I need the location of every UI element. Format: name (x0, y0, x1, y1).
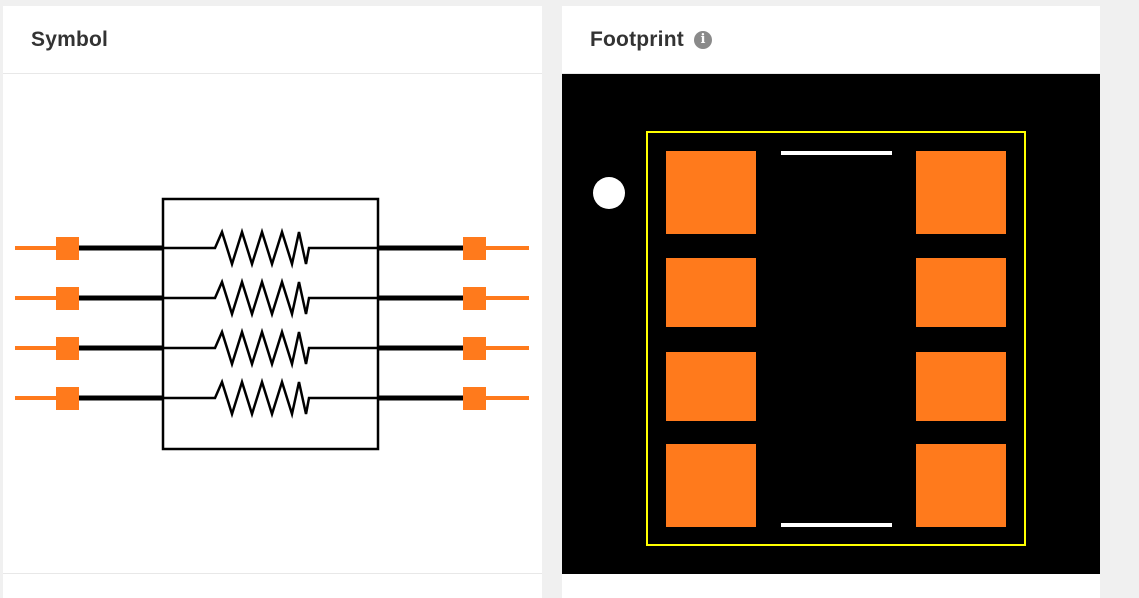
symbol-body-outline (161, 197, 380, 451)
pcb-background (562, 74, 1100, 574)
pad-7[interactable] (916, 258, 1006, 327)
pin-2[interactable] (56, 287, 79, 310)
pin-1-marker (593, 177, 625, 209)
pin-4[interactable] (56, 387, 79, 410)
pin-5[interactable] (463, 387, 486, 410)
symbol-card-header: Symbol (3, 6, 542, 74)
resistor-4 (163, 377, 378, 419)
footprint-card: Footprint i (562, 6, 1100, 598)
symbol-card: Symbol (3, 6, 542, 598)
resistor-1 (163, 227, 378, 269)
pad-8[interactable] (916, 151, 1006, 234)
pad-3[interactable] (666, 352, 756, 421)
resistor-array-symbol (15, 197, 529, 451)
footprint-drawing (562, 74, 1100, 574)
resistor-row-2 (15, 277, 529, 319)
footprint-card-title: Footprint (590, 27, 684, 51)
pad-6[interactable] (916, 352, 1006, 421)
footprint-card-header: Footprint i (562, 6, 1100, 74)
info-icon[interactable]: i (693, 30, 712, 49)
symbol-viewer[interactable] (3, 74, 542, 574)
resistor-row-4 (15, 377, 529, 419)
pin-1[interactable] (56, 237, 79, 260)
footprint-viewer[interactable] (562, 74, 1100, 574)
resistor-row-3 (15, 327, 529, 369)
resistor-3 (163, 327, 378, 369)
courtyard-outline (646, 131, 1026, 546)
pin-6[interactable] (463, 337, 486, 360)
pad-5[interactable] (916, 444, 1006, 527)
resistor-row-1 (15, 227, 529, 269)
pad-4[interactable] (666, 444, 756, 527)
resistor-2 (163, 277, 378, 319)
pad-2[interactable] (666, 258, 756, 327)
pad-1[interactable] (666, 151, 756, 234)
symbol-card-title: Symbol (31, 27, 109, 51)
pin-7[interactable] (463, 287, 486, 310)
pin-8[interactable] (463, 237, 486, 260)
pin-3[interactable] (56, 337, 79, 360)
